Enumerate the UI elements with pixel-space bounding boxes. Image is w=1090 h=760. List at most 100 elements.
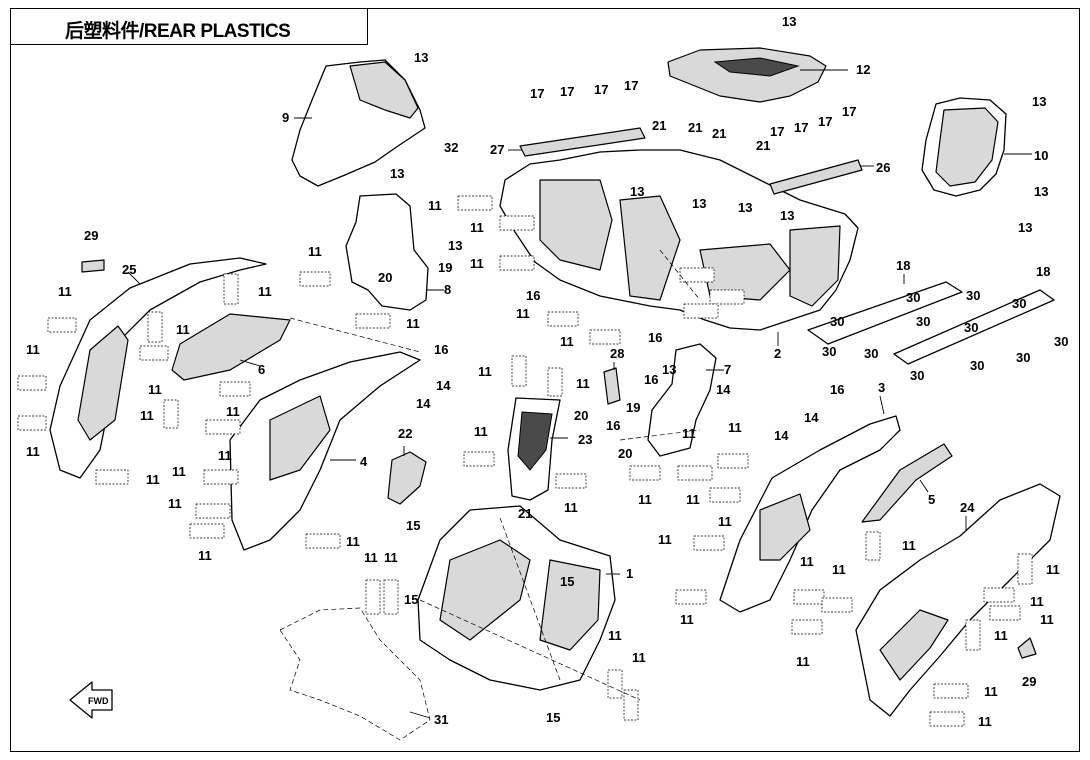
callout-12: 12 — [856, 62, 870, 77]
callout-13: 13 — [692, 196, 706, 211]
callout-10: 10 — [1034, 148, 1048, 163]
callout-11: 11 — [218, 448, 232, 463]
part-2-main-body — [499, 149, 859, 346]
callout-30: 30 — [864, 346, 878, 361]
callout-13: 13 — [1032, 94, 1046, 109]
callout-18: 18 — [896, 258, 910, 273]
callout-13: 13 — [738, 200, 752, 215]
callout-11: 11 — [168, 496, 182, 511]
callout-25: 25 — [122, 262, 136, 277]
callout-5: 5 — [928, 492, 935, 507]
part-12-seat-cover — [667, 47, 848, 103]
callout-30: 30 — [822, 344, 836, 359]
callout-20: 20 — [574, 408, 588, 423]
callout-11: 11 — [176, 322, 190, 337]
part-9-left-shield — [291, 59, 426, 187]
callout-16: 16 — [644, 372, 658, 387]
part-4-left-side-panel — [229, 351, 421, 551]
callout-13: 13 — [1034, 184, 1048, 199]
callout-31: 31 — [434, 712, 448, 727]
callout-11: 11 — [800, 554, 814, 569]
callout-13: 13 — [448, 238, 462, 253]
part-5-right-trim — [861, 443, 953, 523]
callout-11: 11 — [364, 550, 378, 565]
part-29-bracket-right — [1017, 637, 1037, 659]
callout-11: 11 — [172, 464, 186, 479]
callout-17: 17 — [818, 114, 832, 129]
part-7-right-bracket — [647, 343, 724, 457]
callout-8: 8 — [444, 282, 451, 297]
callout-16: 16 — [830, 382, 844, 397]
callout-17: 17 — [594, 82, 608, 97]
callout-1: 1 — [626, 566, 633, 581]
callout-30: 30 — [966, 288, 980, 303]
part-27-left-rail — [508, 127, 646, 157]
callout-11: 11 — [796, 654, 810, 669]
callout-30: 30 — [970, 358, 984, 373]
callout-29: 29 — [1022, 674, 1036, 689]
part-23-center-console — [507, 397, 568, 501]
callout-11: 11 — [560, 334, 574, 349]
callout-11: 11 — [832, 562, 846, 577]
part-10-right-shield — [921, 97, 1032, 197]
callout-14: 14 — [416, 396, 431, 411]
callout-32: 32 — [444, 140, 458, 155]
part-29-bracket-left — [81, 259, 105, 273]
callout-30: 30 — [1054, 334, 1068, 349]
fwd-label: FWD — [88, 696, 109, 706]
callout-11: 11 — [564, 500, 578, 515]
title-box: 后塑料件/REAR PLASTICS — [10, 8, 368, 45]
callout-30: 30 — [964, 320, 978, 335]
part-1-center-tub — [417, 505, 620, 691]
callout-19: 19 — [626, 400, 640, 415]
callout-21: 21 — [712, 126, 726, 141]
diagram-frame — [10, 8, 1080, 752]
callout-11: 11 — [406, 316, 420, 331]
callout-14: 14 — [774, 428, 789, 443]
callout-11: 11 — [384, 550, 398, 565]
part-25-left-panel — [49, 257, 267, 479]
callout-11: 11 — [994, 628, 1008, 643]
callout-17: 17 — [770, 124, 784, 139]
callout-6: 6 — [258, 362, 265, 377]
callout-13: 13 — [390, 166, 404, 181]
part-28-spring — [603, 362, 621, 405]
callout-11: 11 — [686, 492, 700, 507]
callout-11: 11 — [718, 514, 732, 529]
callout-17: 17 — [624, 78, 638, 93]
callout-11: 11 — [258, 284, 272, 299]
assembly-lines — [289, 249, 701, 701]
callout-30: 30 — [1016, 350, 1030, 365]
callout-21: 21 — [756, 138, 770, 153]
callout-15: 15 — [406, 518, 420, 533]
callout-14: 14 — [436, 378, 451, 393]
callout-20: 20 — [618, 446, 632, 461]
callout-17: 17 — [530, 86, 544, 101]
callout-13: 13 — [662, 362, 676, 377]
callout-9: 9 — [282, 110, 289, 125]
part-24-right-rear-panel — [855, 483, 1061, 717]
callout-11: 11 — [226, 404, 240, 419]
part-22-deflector — [387, 446, 427, 505]
callout-13: 13 — [414, 50, 428, 65]
callout-28: 28 — [610, 346, 624, 361]
callout-11: 11 — [26, 342, 40, 357]
callout-13: 13 — [630, 184, 644, 199]
callout-11: 11 — [428, 198, 442, 213]
callout-30: 30 — [830, 314, 844, 329]
callout-29: 29 — [84, 228, 98, 243]
callout-21: 21 — [518, 506, 532, 521]
callout-16: 16 — [606, 418, 620, 433]
callout-11: 11 — [146, 472, 160, 487]
callout-30: 30 — [1012, 296, 1026, 311]
callout-11: 11 — [978, 714, 992, 729]
callout-11: 11 — [632, 650, 646, 665]
fastener-clips — [17, 195, 1033, 727]
callout-11: 11 — [26, 444, 40, 459]
callout-11: 11 — [682, 426, 696, 441]
callout-30: 30 — [906, 290, 920, 305]
callout-30: 30 — [916, 314, 930, 329]
callout-14: 14 — [804, 410, 819, 425]
callout-21: 21 — [652, 118, 666, 133]
